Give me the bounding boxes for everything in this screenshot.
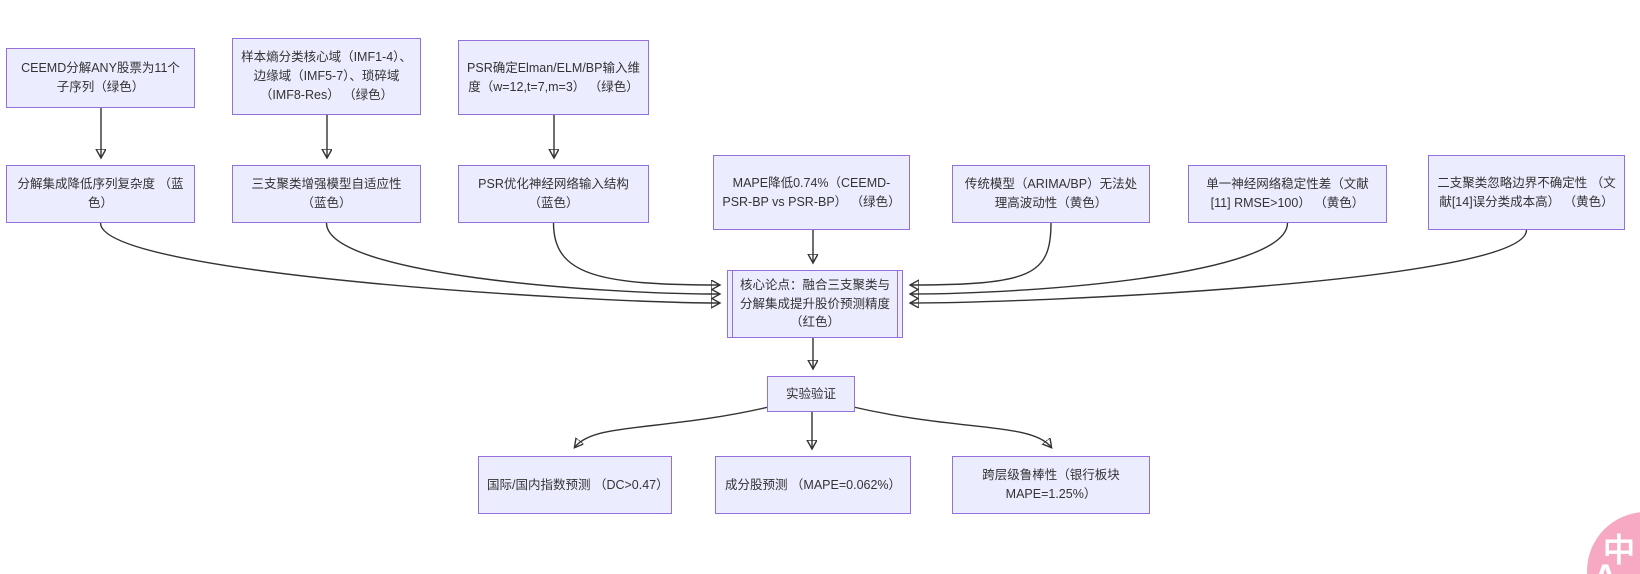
edge-experiment-to-robustness (848, 405, 1051, 447)
node-ceemd: CEEMD分解ANY股票为11个 子序列（绿色） (6, 48, 195, 108)
node-component-pred: 成分股预测 （MAPE=0.062%） (715, 456, 911, 514)
node-index-pred: 国际/国内指数预测 （DC>0.47） (478, 456, 672, 514)
edge-decomp-to-core (99, 222, 720, 303)
node-label: 单一神经网络稳定性差（文献[11] RMSE>100） （黄色） (1206, 177, 1369, 210)
node-mape: MAPE降低0.74%（CEEMD-PSR-BP vs PSR-BP） （绿色） (713, 155, 910, 230)
node-label: PSR确定Elman/ELM/BP输入维度（w=12,t=7,m=3） （绿色） (467, 60, 640, 94)
edge-two-way-to-core (911, 229, 1528, 303)
node-label: MAPE降低0.74%（CEEMD-PSR-BP vs PSR-BP） （绿色） (722, 175, 901, 209)
edge-experiment-to-index-pred (575, 405, 774, 447)
node-label: 跨层级鲁棒性（银行板块 MAPE=1.25%） (982, 468, 1120, 501)
node-single-nn: 单一神经网络稳定性差（文献[11] RMSE>100） （黄色） (1188, 165, 1387, 223)
node-label: 三支聚类增强模型自适应性 （蓝色） (251, 177, 402, 210)
node-label: 样本熵分类核心域（IMF1-4）、边缘域（IMF5-7）、琐碎域（IMF8-Re… (241, 50, 412, 102)
translate-badge-top-glyph: 中 (1603, 532, 1636, 568)
edge-psr-opt-to-core (552, 222, 720, 285)
node-label: PSR优化神经网络输入结构 （蓝色） (478, 177, 629, 210)
edge-three-way-to-core (325, 222, 720, 294)
translate-badge-bottom-glyph: A (1593, 560, 1618, 574)
node-label: 核心论点：融合三支聚类与 分解集成提升股价预测精度 （红色） (740, 277, 891, 330)
node-label: 二支聚类忽略边界不确定性 （文献[14]误分类成本高） （黄色） (1437, 175, 1616, 209)
node-label: 国际/国内指数预测 （DC>0.47） (487, 477, 669, 492)
node-label: 传统模型（ARIMA/BP）无法处理高波动性（黄色） (964, 177, 1138, 210)
node-psr-dim: PSR确定Elman/ELM/BP输入维度（w=12,t=7,m=3） （绿色） (458, 40, 649, 115)
node-psr-opt: PSR优化神经网络输入结构 （蓝色） (458, 165, 649, 223)
edge-traditional-to-core (911, 222, 1052, 285)
node-two-way: 二支聚类忽略边界不确定性 （文献[14]误分类成本高） （黄色） (1428, 155, 1625, 230)
edge-single-nn-to-core (911, 222, 1289, 294)
node-traditional: 传统模型（ARIMA/BP）无法处理高波动性（黄色） (952, 165, 1150, 223)
node-decomp: 分解集成降低序列复杂度 （蓝色） (6, 165, 195, 223)
node-entropy: 样本熵分类核心域（IMF1-4）、边缘域（IMF5-7）、琐碎域（IMF8-Re… (232, 38, 421, 115)
node-label: 成分股预测 （MAPE=0.062%） (724, 477, 902, 492)
node-robustness: 跨层级鲁棒性（银行板块 MAPE=1.25%） (952, 456, 1150, 514)
node-core: 核心论点：融合三支聚类与 分解集成提升股价预测精度 （红色） (727, 270, 903, 338)
node-label: 实验验证 (785, 386, 836, 401)
node-experiment: 实验验证 (767, 376, 855, 412)
node-label: CEEMD分解ANY股票为11个 子序列（绿色） (21, 61, 180, 94)
node-three-way: 三支聚类增强模型自适应性 （蓝色） (232, 165, 421, 223)
node-label: 分解集成降低序列复杂度 （蓝色） (17, 177, 184, 210)
